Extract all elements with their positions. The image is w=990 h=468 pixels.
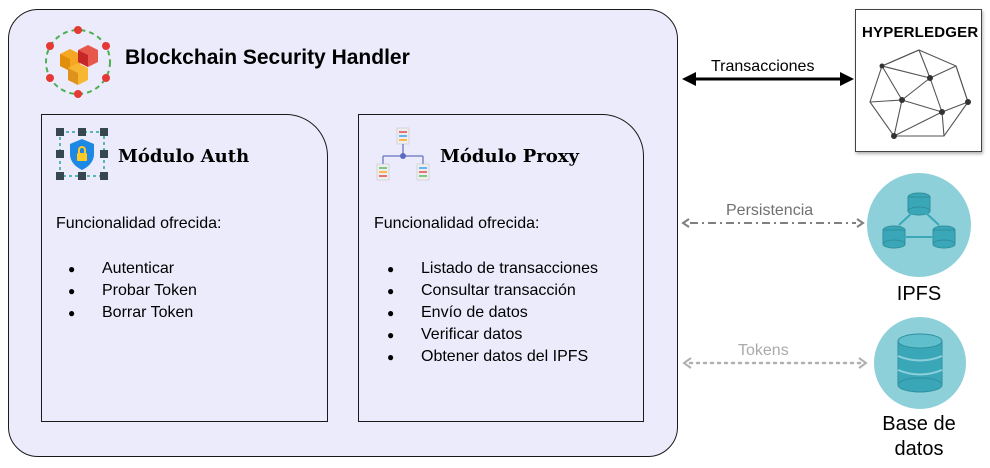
bullet-icon: ● (387, 350, 395, 364)
list-item: ●Consultar transacción (387, 280, 598, 302)
module-proxy-func-label: Funcionalidad ofrecida: (374, 215, 540, 232)
bullet-icon: ● (387, 284, 395, 298)
edge-tokens (682, 357, 868, 369)
bullet-icon: ● (387, 262, 395, 276)
list-item: ●Obtener datos del IPFS (387, 346, 598, 368)
bullet-icon: ● (387, 306, 395, 320)
edge-persistencia (681, 218, 865, 228)
edge-label-tokens: Tokens (736, 342, 791, 360)
hyperledger-network-icon (869, 49, 971, 139)
bullet-icon: ● (68, 284, 76, 298)
bullet-icon: ● (68, 306, 76, 320)
bullet-icon: ● (387, 328, 395, 342)
module-auth-title: Módulo Auth (118, 146, 250, 167)
module-proxy-title: Módulo Proxy (440, 146, 579, 167)
ipfs-label: IPFS (896, 283, 942, 305)
database-label-line2: datos (894, 438, 944, 460)
app-title: Blockchain Security Handler (125, 46, 410, 69)
list-item: ●Borrar Token (68, 302, 197, 324)
edge-transacciones (682, 72, 854, 86)
edge-label-transacciones: Transacciones (709, 58, 817, 76)
module-auth-feature-list: ●Autenticar ●Probar Token ●Borrar Token (68, 258, 197, 324)
database-label-line1: Base de (882, 413, 956, 435)
auth-shield-icon (56, 128, 108, 180)
list-item: ●Autenticar (68, 258, 197, 280)
blockchain-cubes-icon (45, 26, 111, 98)
list-item: ●Probar Token (68, 280, 197, 302)
edge-label-persistencia: Persistencia (724, 202, 816, 220)
database-icon (874, 317, 966, 409)
list-item: ●Verificar datos (387, 324, 598, 346)
list-item: ●Envío de datos (387, 302, 598, 324)
proxy-tree-icon (376, 127, 430, 181)
module-auth-func-label: Funcionalidad ofrecida: (56, 215, 222, 232)
module-proxy-feature-list: ●Listado de transacciones ●Consultar tra… (387, 258, 598, 368)
hyperledger-name: HYPERLEDGER (862, 24, 979, 41)
bullet-icon: ● (68, 262, 76, 276)
ipfs-icon (867, 173, 971, 277)
list-item: ●Listado de transacciones (387, 258, 598, 280)
module-proxy (358, 114, 644, 422)
